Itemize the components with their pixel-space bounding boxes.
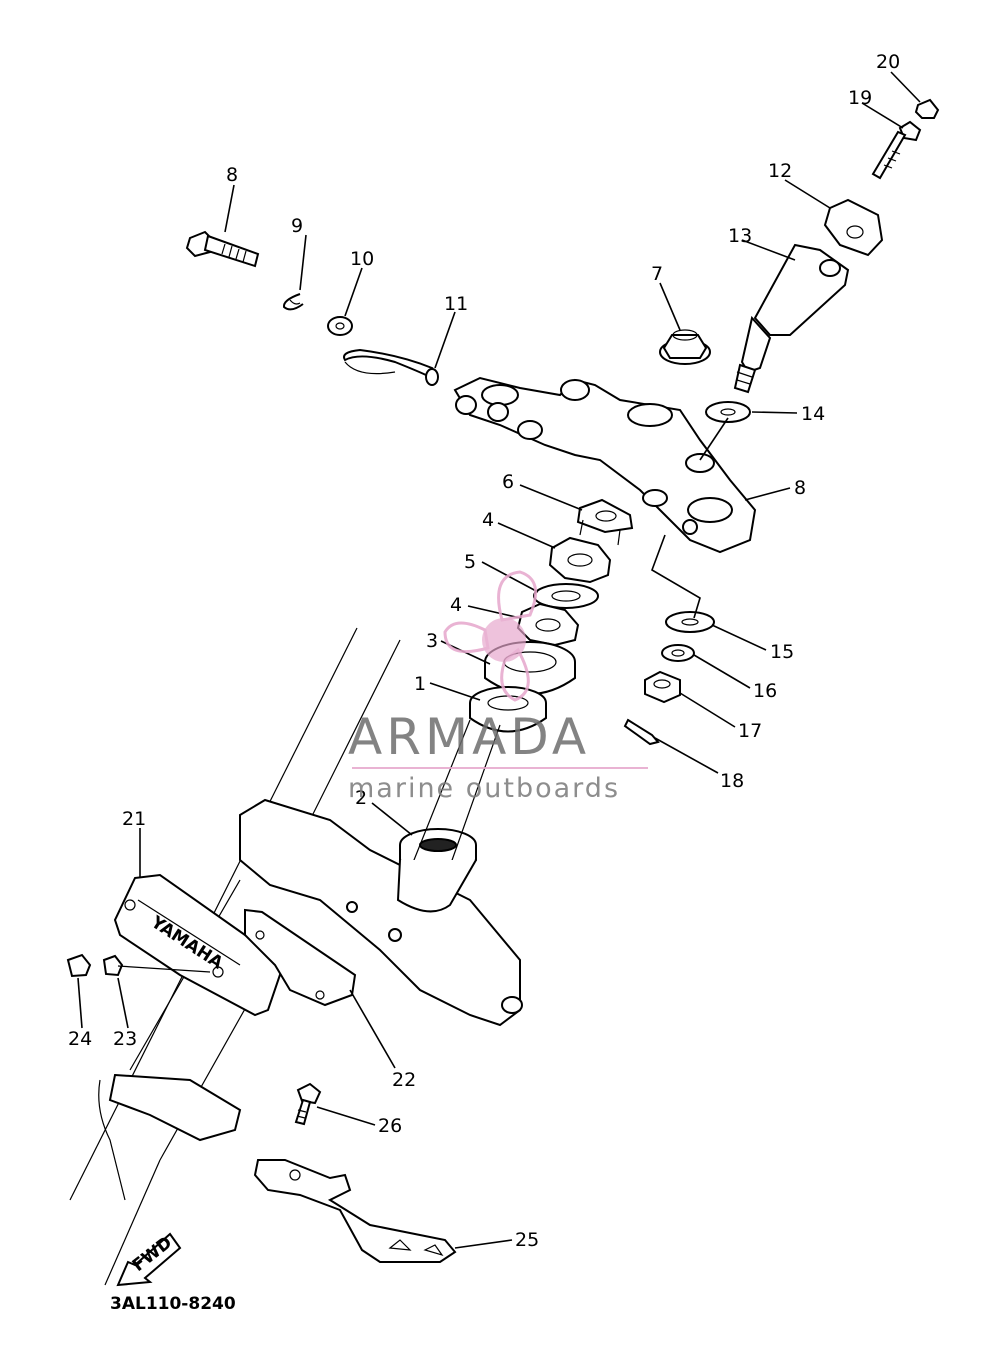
watermark: ARMADA marine outboards bbox=[348, 570, 648, 804]
upper-bracket-part-8 bbox=[453, 376, 757, 554]
label-part-20: 19 bbox=[848, 87, 872, 109]
washer-part-16 bbox=[665, 611, 715, 633]
bolt-part-27 bbox=[294, 1082, 322, 1126]
label-part-4-lower: 4 bbox=[450, 594, 462, 616]
screw-part-24 bbox=[102, 954, 211, 977]
circlip-part-10 bbox=[282, 293, 304, 311]
handlebar-holder-part-14 bbox=[733, 243, 850, 394]
label-part-3: 3 bbox=[426, 630, 438, 652]
grommet-part-25 bbox=[66, 953, 92, 978]
fwd-arrow-icon: FWD bbox=[116, 1232, 182, 1287]
nut-part-18 bbox=[644, 670, 681, 704]
label-part-17: 16 bbox=[753, 680, 777, 702]
label-part-22: 21 bbox=[122, 808, 146, 830]
label-part-2: 2 bbox=[355, 787, 367, 809]
label-part-21: 20 bbox=[876, 51, 900, 73]
label-part-10: 9 bbox=[291, 215, 303, 237]
label-part-5: 5 bbox=[464, 551, 476, 573]
label-part-16: 15 bbox=[770, 641, 794, 663]
label-part-9: 8 bbox=[226, 164, 238, 186]
label-part-13: 12 bbox=[768, 160, 792, 182]
steering-stem bbox=[396, 719, 501, 913]
part-labels: 8 9 10 11 12 13 7 19 20 14 8 6 4 5 4 3 1… bbox=[68, 51, 900, 1251]
label-part-25: 24 bbox=[68, 1028, 92, 1050]
label-part-11: 10 bbox=[350, 248, 374, 270]
nut-part-21 bbox=[914, 98, 940, 119]
leader-lines bbox=[77, 71, 921, 1249]
cotter-pin-part-19 bbox=[623, 718, 660, 746]
bolt-part-9 bbox=[185, 230, 260, 268]
label-part-26: 25 bbox=[515, 1229, 539, 1251]
watermark-subtitle: marine outboards bbox=[348, 773, 620, 804]
bearing-part-1 bbox=[469, 686, 547, 733]
label-part-14: 13 bbox=[728, 225, 752, 247]
bolt-part-20 bbox=[871, 120, 922, 180]
bracket-part-23 bbox=[244, 908, 357, 1007]
label-part-6: 6 bbox=[502, 471, 514, 493]
holder-part-26 bbox=[253, 1159, 457, 1263]
diagram-code: 3AL110-8240 bbox=[110, 1294, 236, 1314]
label-part-23: 22 bbox=[392, 1069, 416, 1091]
band-part-12 bbox=[343, 348, 439, 386]
label-part-4-upper: 4 bbox=[482, 509, 494, 531]
fork-frame-outline bbox=[69, 627, 523, 1286]
label-part-24: 23 bbox=[113, 1028, 137, 1050]
lock-washer-part-6 bbox=[576, 498, 634, 546]
washer-part-15 bbox=[705, 401, 751, 423]
label-part-15: 14 bbox=[801, 403, 825, 425]
washer-part-11 bbox=[327, 316, 353, 336]
label-part-7: 7 bbox=[651, 263, 663, 285]
ring-nut-part-4-lower bbox=[516, 602, 580, 647]
propeller-logo-icon bbox=[443, 570, 538, 702]
label-part-19: 18 bbox=[720, 770, 744, 792]
holder-cap-part-13 bbox=[823, 198, 884, 257]
label-part-12: 11 bbox=[444, 293, 468, 315]
label-part-8: 8 bbox=[794, 477, 806, 499]
ring-nut-part-4-upper bbox=[548, 536, 612, 584]
label-part-18: 17 bbox=[738, 720, 762, 742]
lock-washer-part-17 bbox=[661, 644, 695, 662]
watermark-title: ARMADA bbox=[348, 708, 590, 766]
label-part-1: 1 bbox=[414, 673, 426, 695]
label-part-27: 26 bbox=[378, 1115, 402, 1137]
cap-part-7 bbox=[659, 329, 711, 365]
